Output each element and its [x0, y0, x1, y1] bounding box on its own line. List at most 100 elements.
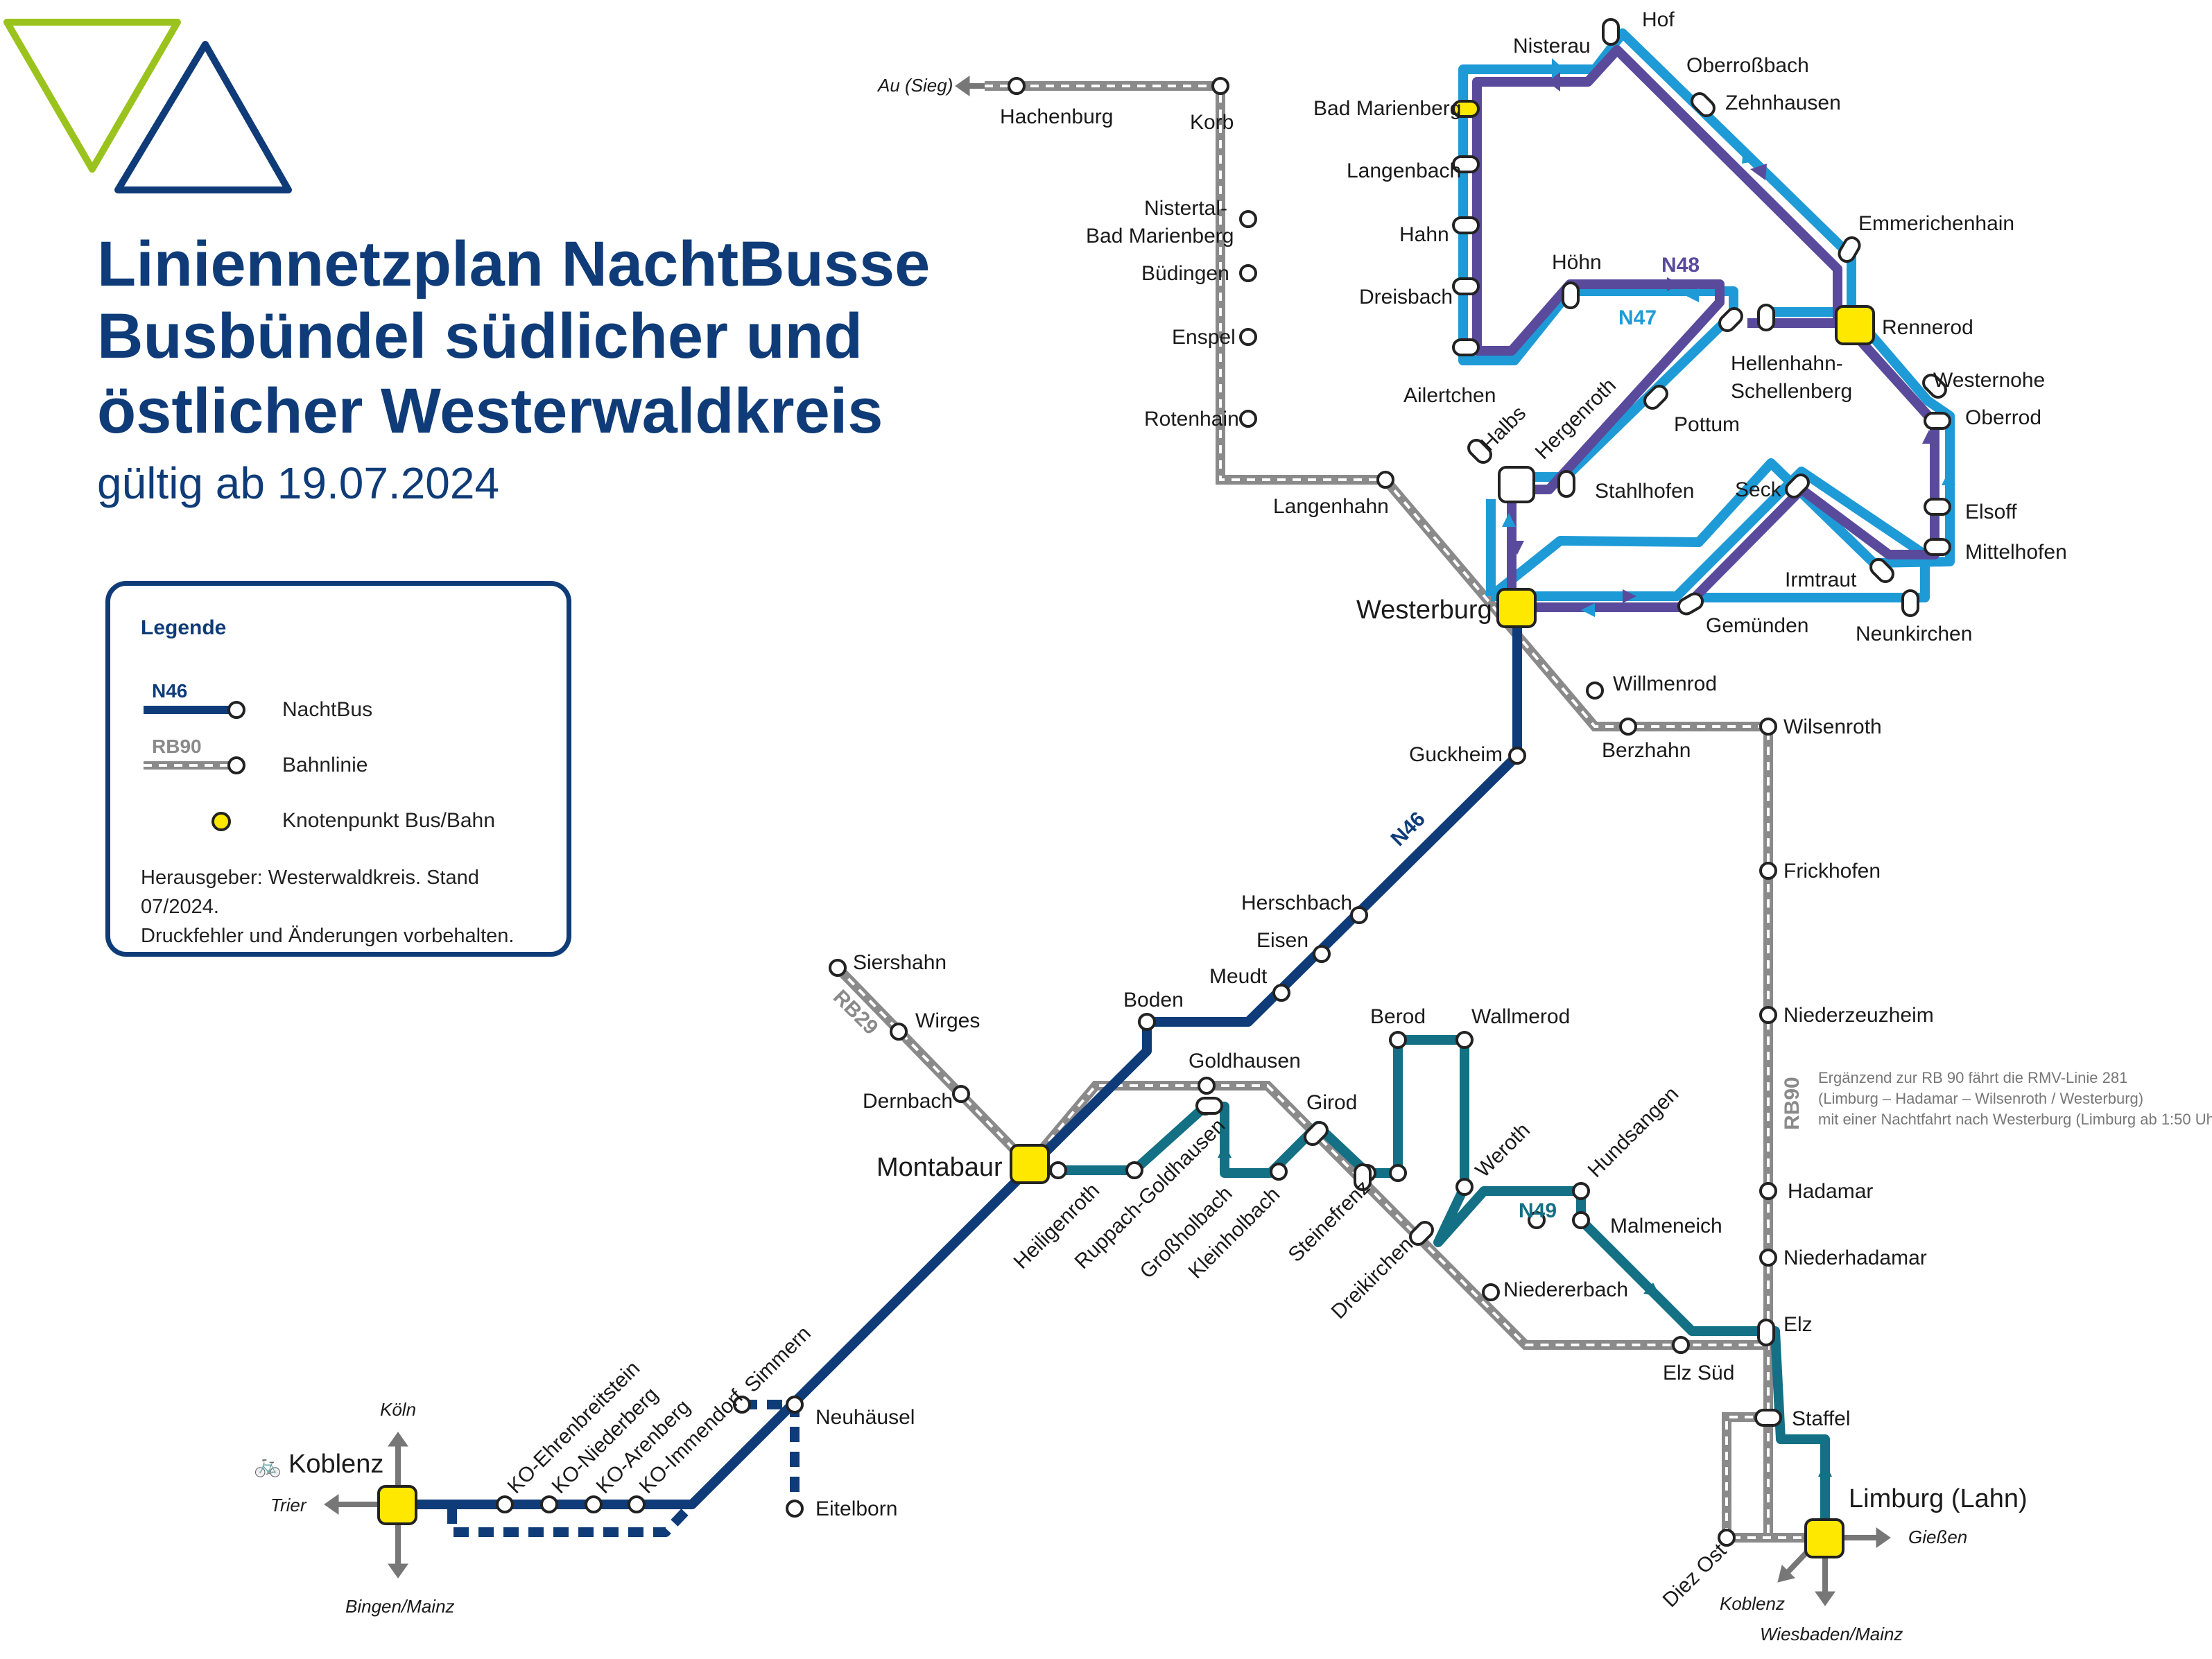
legend-note-line1: Herausgeber: Westerwaldkreis. Stand 07/2… — [141, 867, 479, 918]
station-oberrod: Oberrod — [1965, 406, 2041, 429]
station-goldhausen: Goldhausen — [1189, 1050, 1301, 1072]
station-eitelborn: Eitelborn — [815, 1497, 897, 1520]
annotation-line1: Ergänzend zur RB 90 fährt die RMV-Linie … — [1818, 1069, 2127, 1086]
title-line-1: Liniennetzplan NachtBusse — [97, 229, 931, 299]
station-mittelhofen: Mittelhofen — [1965, 541, 2067, 564]
station-hundsangen: Hundsangen — [1584, 1082, 1684, 1182]
legend-note: Herausgeber: Westerwaldkreis. Stand 07/2… — [141, 863, 557, 950]
station-hadamar: Hadamar — [1788, 1180, 1873, 1203]
station-koblenz: Koblenz — [288, 1450, 383, 1479]
station-halbs: Halbs — [1477, 401, 1531, 455]
station-neunkirchen: Neunkirchen — [1856, 623, 1972, 645]
station-hellenhahn-1: Hellenhahn- — [1731, 352, 1843, 375]
station-nistertal-1: Nistertal- — [1144, 197, 1227, 220]
station-buedingen: Büdingen — [1141, 262, 1229, 285]
station-simmern: Simmern — [741, 1322, 815, 1397]
station-niederhadamar: Niederhadamar — [1783, 1247, 1927, 1269]
station-girod: Girod — [1306, 1091, 1357, 1114]
label-rb90: RB90 — [1781, 1077, 1804, 1130]
station-berod: Berod — [1370, 1005, 1426, 1028]
station-zehnhausen: Zehnhausen — [1725, 92, 1841, 114]
legend-hub-symbol — [211, 812, 231, 831]
station-neuhaeusel: Neuhäusel — [815, 1406, 915, 1429]
station-guckheim: Guckheim — [1409, 743, 1503, 766]
station-dreikirchen: Dreikirchen — [1327, 1233, 1418, 1323]
direction-bingen-mainz: Bingen/Mainz — [345, 1596, 455, 1617]
station-limburg: Limburg (Lahn) — [1849, 1484, 2028, 1513]
station-ailertchen: Ailertchen — [1403, 384, 1496, 407]
legend-rail-tag: RB90 — [152, 736, 202, 757]
station-staffel: Staffel — [1792, 1407, 1851, 1430]
bike-icon: 🚲 — [254, 1452, 282, 1477]
station-elsoff: Elsoff — [1965, 501, 2017, 523]
station-niederzeuzheim: Niederzeuzheim — [1783, 1004, 1934, 1027]
station-langenbach: Langenbach — [1347, 159, 1461, 182]
station-eisen: Eisen — [1256, 929, 1308, 952]
direction-koeln: Köln — [380, 1399, 416, 1420]
station-bad-marienberg: Bad Marienberg — [1313, 97, 1461, 120]
station-dernbach: Dernbach — [863, 1090, 953, 1113]
logo — [3, 19, 292, 193]
station-pottum: Pottum — [1674, 413, 1740, 436]
station-berzhahn: Berzhahn — [1602, 739, 1691, 762]
direction-wiesbaden-mainz: Wiesbaden/Mainz — [1760, 1624, 1903, 1644]
station-boden: Boden — [1123, 989, 1184, 1011]
title-line-3: östlicher Westerwaldkreis — [97, 376, 883, 446]
station-willmenrod: Willmenrod — [1613, 672, 1717, 695]
station-elz-sued: Elz Süd — [1663, 1362, 1734, 1384]
legend-bus-label: NachtBus — [282, 698, 373, 721]
rmv-annotation: Ergänzend zur RB 90 fährt die RMV-Linie … — [1818, 1069, 2212, 1128]
label-n48: N48 — [1661, 254, 1700, 277]
station-westernohe: Westernohe — [1933, 369, 2045, 392]
annotation-line2: (Limburg – Hadamar – Wilsenroth / Wester… — [1818, 1090, 2143, 1107]
station-langenhahn: Langenhahn — [1273, 495, 1389, 518]
legend: Legende N46 NachtBus RB90 Bahnlinie Knot… — [105, 581, 571, 957]
station-seck: Seck — [1735, 478, 1782, 501]
legend-heading: Legende — [141, 616, 227, 639]
station-emmerichenhain: Emmerichenhain — [1858, 212, 2014, 235]
legend-hub-label: Knotenpunkt Bus/Bahn — [282, 809, 495, 832]
station-niedererbach: Niedererbach — [1503, 1278, 1628, 1301]
station-wallmerod: Wallmerod — [1471, 1005, 1570, 1028]
station-gemuenden: Gemünden — [1706, 614, 1808, 637]
station-montabaur: Montabaur — [876, 1153, 1003, 1182]
direction-trier: Trier — [270, 1495, 307, 1515]
direction-labels: Köln Trier Bingen/Mainz Au (Sieg) Gießen… — [270, 75, 1967, 1644]
station-herschbach: Herschbach — [1241, 892, 1352, 914]
label-n49: N49 — [1519, 1199, 1557, 1222]
station-korb: Korb — [1190, 111, 1234, 134]
legend-rail-symbol — [144, 756, 245, 774]
station-irmtraut: Irmtraut — [1785, 568, 1857, 591]
legend-bus-symbol — [144, 701, 245, 719]
station-siershahn: Siershahn — [853, 951, 947, 974]
station-meudt: Meudt — [1209, 965, 1268, 988]
station-wirges: Wirges — [915, 1009, 980, 1032]
station-weroth: Weroth — [1471, 1119, 1535, 1182]
annotation-line3: mit einer Nachtfahrt nach Westerburg (Li… — [1818, 1111, 2212, 1128]
hub-bad-marienberg — [1452, 100, 1480, 118]
station-dreisbach: Dreisbach — [1359, 286, 1453, 309]
station-westerburg: Westerburg — [1356, 596, 1492, 625]
station-rennerod: Rennerod — [1882, 316, 1973, 339]
station-elz: Elz — [1783, 1313, 1813, 1336]
direction-giessen: Gießen — [1908, 1527, 1967, 1547]
station-nistertal-2: Bad Marienberg — [1086, 225, 1234, 247]
station-hellenhahn-2: Schellenberg — [1731, 380, 1852, 403]
hubs — [377, 305, 1875, 1558]
station-stahlhofen: Stahlhofen — [1595, 480, 1694, 503]
station-hachenburg: Hachenburg — [1000, 105, 1113, 128]
direction-au-sieg: Au (Sieg) — [876, 75, 953, 96]
station-steinefrenz: Steinefrenz — [1284, 1176, 1375, 1267]
station-hoehn: Höhn — [1552, 251, 1602, 274]
stops — [496, 18, 1951, 1547]
station-oberrossbach: Oberroßbach — [1686, 54, 1809, 77]
station-frickhofen: Frickhofen — [1783, 860, 1881, 883]
line-direction-arrows — [1218, 58, 1955, 1477]
station-hof: Hof — [1642, 8, 1675, 31]
station-nisterau: Nisterau — [1513, 35, 1591, 58]
station-hahn: Hahn — [1399, 223, 1449, 246]
station-enspel: Enspel — [1172, 326, 1236, 349]
station-malmeneich: Malmeneich — [1610, 1215, 1722, 1237]
station-wilsenroth: Wilsenroth — [1783, 715, 1882, 738]
legend-bus-tag: N46 — [152, 680, 188, 702]
